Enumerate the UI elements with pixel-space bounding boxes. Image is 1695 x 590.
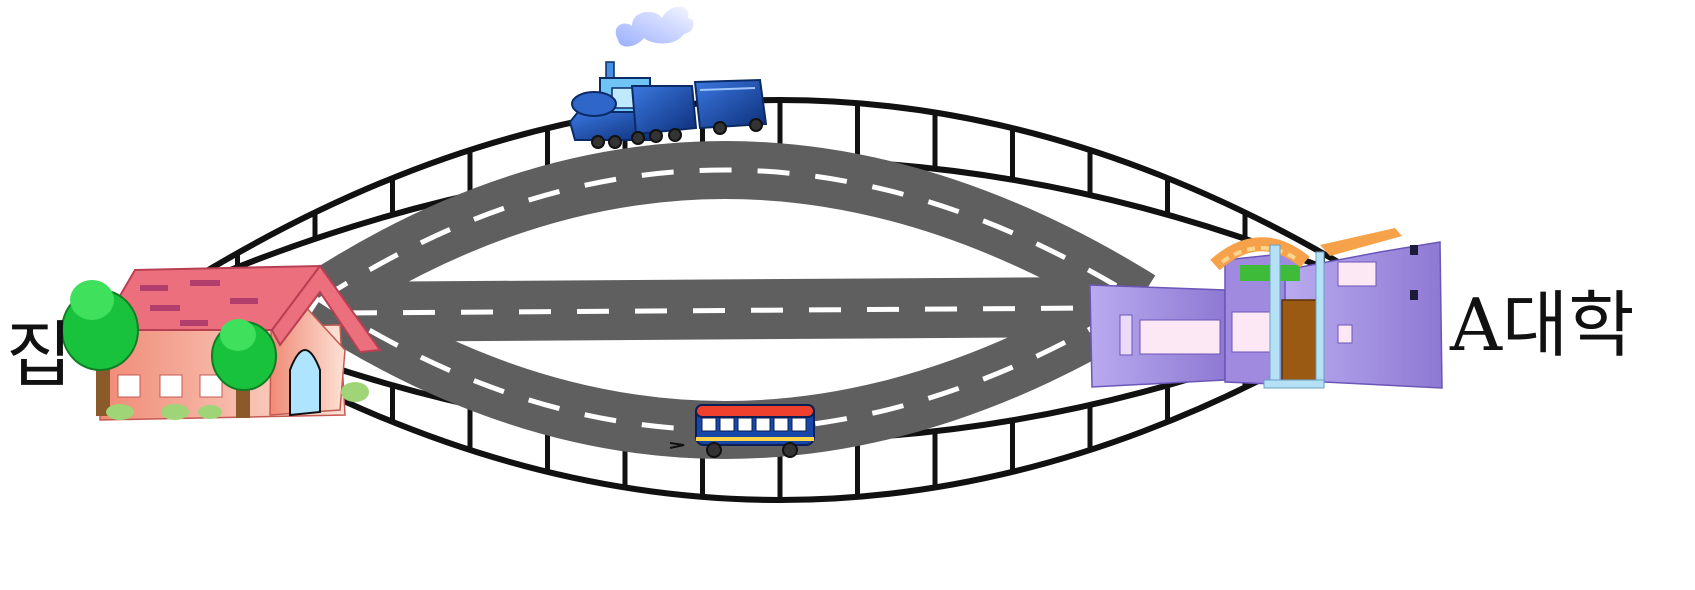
university-building-icon (1089, 228, 1443, 389)
university-label: A대학 (1449, 283, 1634, 367)
house-icon (61, 264, 382, 421)
tree-icon (211, 319, 277, 418)
railway-ties-bottom (235, 332, 1325, 500)
bus-icon (669, 404, 815, 458)
home-label: 집 (6, 313, 72, 397)
road-network (304, 141, 1156, 459)
tree-icon (61, 280, 139, 416)
steam-train-icon (568, 6, 768, 149)
